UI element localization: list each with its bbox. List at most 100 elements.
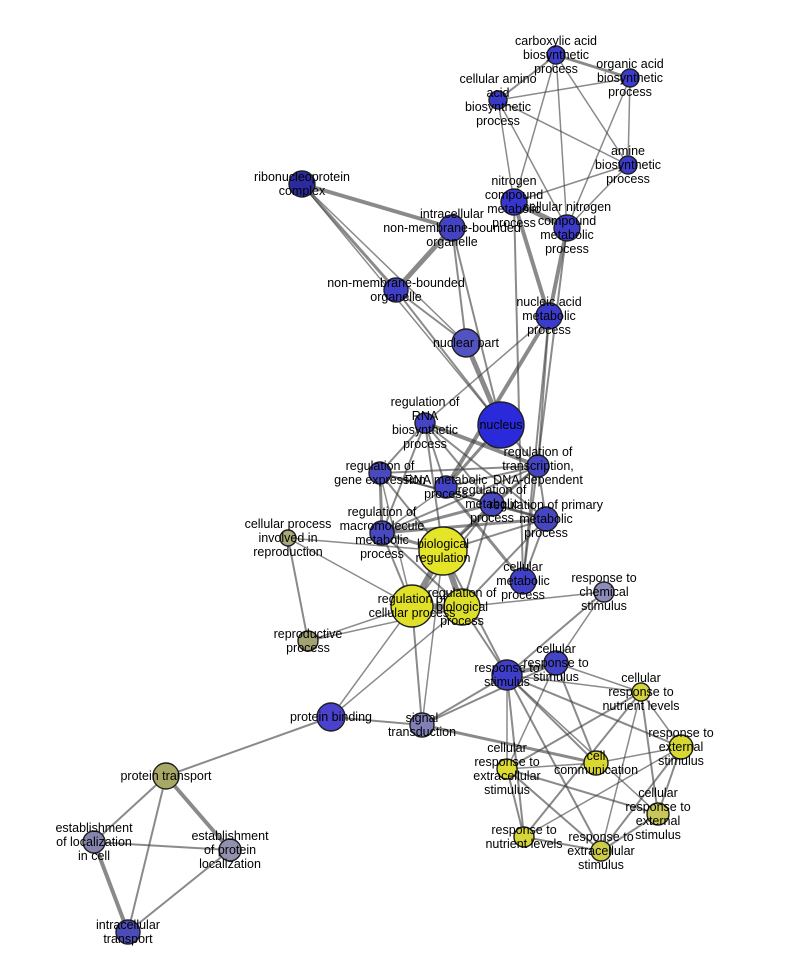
graph-edge-regRNA-regMMP	[381, 422, 426, 534]
graph-edge-estProtLoc-intraTrans	[127, 849, 231, 933]
graph-node-rStim[interactable]	[491, 659, 523, 691]
graph-node-protTrans[interactable]	[152, 762, 180, 790]
graph-edge-NMO-nucleus	[395, 289, 502, 426]
graph-edge-oaBP-aaBP	[497, 77, 631, 101]
graph-edge-cRStim-cellComm	[555, 662, 597, 764]
graph-node-protBind[interactable]	[316, 702, 346, 732]
edge-layer	[92, 53, 682, 934]
graph-node-amBP[interactable]	[618, 155, 638, 175]
graph-node-cpRep[interactable]	[279, 529, 297, 547]
graph-node-cRExtra[interactable]	[496, 758, 518, 780]
graph-edge-cRStim-cRNutr	[555, 662, 642, 693]
graph-edge-bioReg-sigTrans	[421, 550, 444, 726]
graph-edge-protTrans-estLoc	[93, 775, 167, 843]
graph-node-sigTrans[interactable]	[409, 712, 435, 738]
graph-edge-estLoc-estProtLoc	[93, 841, 231, 851]
graph-edge-regRNA-regTxn	[423, 421, 540, 468]
graph-edge-rStim-cRExtern	[506, 674, 659, 815]
graph-node-estLoc[interactable]	[82, 830, 106, 854]
graph-edge-cellComm-sigTrans	[420, 723, 598, 765]
graph-edge-protBind-sigTrans	[330, 716, 423, 726]
graph-edge-aaBP-cnMP	[497, 99, 568, 229]
graph-edge-ncMP-cellMP	[513, 201, 524, 582]
graph-edge-cnMP-naMP	[547, 226, 569, 318]
graph-edge-regTxn-regMMP	[381, 465, 539, 534]
graph-edge-rnpC-iNMO	[300, 182, 454, 230]
graph-node-cellMP[interactable]	[509, 567, 537, 595]
graph-edge-protBind-protTrans	[165, 716, 332, 777]
graph-edge-naMP-regRNA	[424, 315, 550, 424]
graph-node-regMP[interactable]	[479, 491, 505, 517]
graph-edge-caBP-cnMP	[555, 54, 568, 229]
graph-node-regCP[interactable]	[390, 584, 434, 628]
graph-node-rnaMP[interactable]	[434, 475, 458, 499]
graph-node-rExt[interactable]	[668, 734, 694, 760]
graph-node-nucPart[interactable]	[451, 328, 481, 358]
graph-edge-rExt-cellComm	[595, 746, 682, 764]
graph-node-estProtLoc[interactable]	[218, 838, 242, 862]
graph-node-nucleus[interactable]	[477, 401, 525, 449]
graph-edge-cRStim-sigTrans	[421, 662, 557, 726]
graph-node-cnMP[interactable]	[553, 214, 581, 242]
graph-edge-regRNA-regPMP	[424, 422, 547, 520]
graph-edge-aaBP-amBP	[497, 99, 629, 166]
graph-edge-naMP-cellMP	[522, 315, 550, 582]
graph-edge-cRNutr-rExtra	[600, 691, 642, 852]
graph-node-rnpC[interactable]	[288, 170, 316, 198]
graph-node-regGE[interactable]	[368, 461, 392, 485]
graph-edge-protBind-regBP	[330, 606, 463, 718]
graph-edge-iNMO-nucPart	[451, 227, 467, 344]
graph-node-cRStim[interactable]	[543, 650, 569, 676]
graph-edge-rStim-rExt	[506, 674, 682, 748]
graph-node-cellComm[interactable]	[583, 750, 609, 776]
graph-node-intraTrans[interactable]	[115, 919, 141, 945]
graph-edge-caBP-aaBP	[497, 54, 557, 101]
graph-edge-naMP-rnaMP	[444, 314, 551, 489]
graph-edge-rnpC-NMO	[300, 182, 398, 292]
graph-node-iNMO[interactable]	[438, 214, 466, 242]
graph-edge-iNMO-NMO	[393, 225, 455, 293]
graph-edge-rNutr-rExtra	[523, 836, 602, 852]
graph-node-regPMP[interactable]	[533, 506, 559, 532]
graph-edge-rChem-cRStim	[555, 591, 605, 664]
graph-edge-regMP-regMMP	[380, 502, 494, 535]
graph-node-regRNA[interactable]	[414, 412, 436, 434]
graph-edge-amBP-ncMP	[513, 164, 629, 203]
graph-node-rChem[interactable]	[593, 581, 615, 603]
graph-node-regMMP[interactable]	[369, 520, 395, 546]
graph-node-aaBP[interactable]	[488, 90, 508, 110]
graph-edge-repro-regBP	[307, 606, 463, 642]
graph-edge-regTxn-regGE	[379, 465, 539, 474]
graph-edge-rnpC-nucPart	[301, 183, 467, 344]
graph-edge-cRExtra-cellComm	[506, 762, 597, 770]
graph-node-ncMP[interactable]	[500, 188, 528, 216]
graph-node-cRNutr[interactable]	[631, 682, 651, 702]
graph-edge-oaBP-amBP	[627, 77, 631, 166]
graph-edge-cpRep-bioReg	[287, 537, 444, 552]
graph-edge-rExt-rExtra	[600, 746, 682, 852]
graph-edge-protTrans-estProtLoc	[164, 774, 232, 852]
graph-edge-estLoc-intraTrans	[92, 840, 130, 934]
graph-edge-rChem-regBP	[461, 591, 605, 608]
graph-edge-caBP-ncMP	[513, 54, 557, 203]
graph-node-regBP[interactable]	[443, 588, 481, 626]
graph-node-naMP[interactable]	[535, 302, 563, 330]
graph-node-cRExtern[interactable]	[646, 802, 670, 826]
graph-edge-rExt-rNutr	[523, 746, 682, 838]
graph-node-repro[interactable]	[297, 630, 319, 652]
graph-node-bioReg[interactable]	[418, 526, 468, 576]
graph-node-regTxn[interactable]	[526, 454, 550, 478]
graph-edge-regPMP-regMMP	[380, 517, 548, 535]
graph-node-caBP[interactable]	[546, 45, 566, 65]
graph-edge-amBP-cnMP	[566, 164, 629, 229]
graph-node-oaBP[interactable]	[620, 68, 640, 88]
graph-node-rNutr[interactable]	[513, 826, 535, 848]
graph-node-NMO[interactable]	[383, 277, 409, 303]
graph-edge-caBP-oaBP	[554, 53, 632, 80]
graph-edge-regGE-regCP	[379, 472, 413, 607]
graph-edge-rStim-rNutr	[506, 674, 525, 838]
graph-node-rExtra[interactable]	[590, 840, 612, 862]
graph-edge-cpRep-regCP	[287, 537, 413, 607]
